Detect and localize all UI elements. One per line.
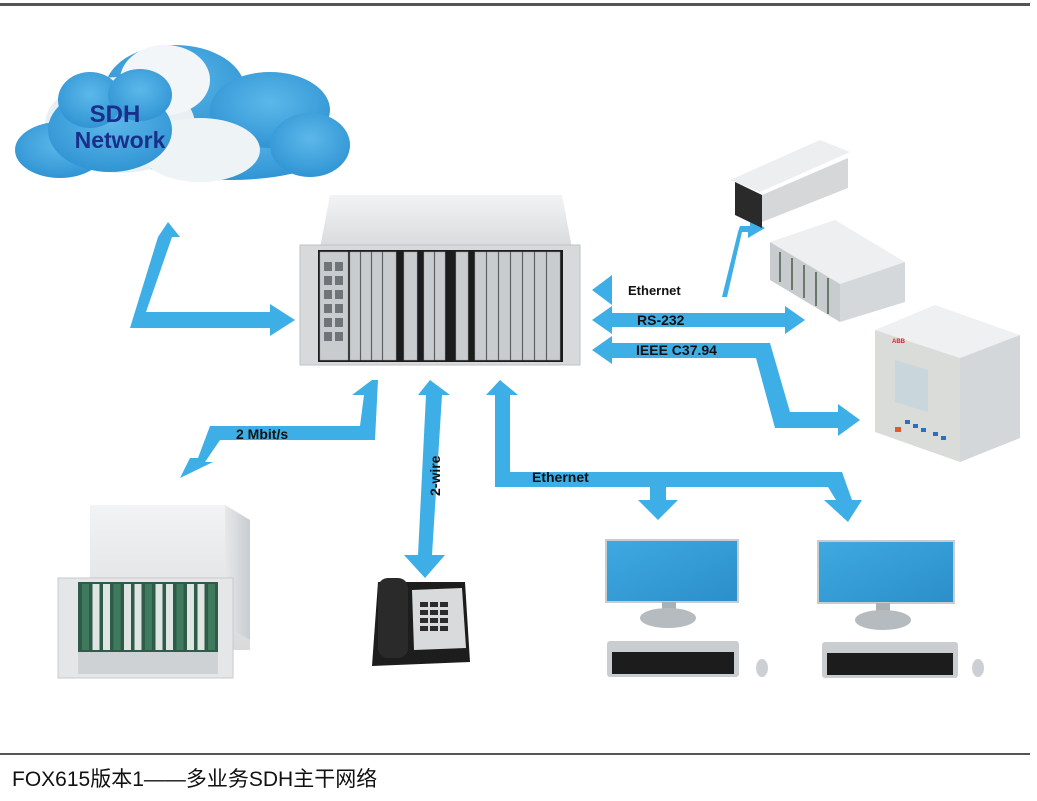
subrack-card bbox=[103, 584, 110, 650]
rj45-port bbox=[335, 290, 343, 299]
label-2wire: 2-wire bbox=[427, 455, 443, 496]
rj45-port bbox=[324, 318, 332, 327]
svg-text:ABB: ABB bbox=[892, 339, 906, 345]
rack-card bbox=[360, 251, 372, 361]
phone-key bbox=[420, 610, 428, 615]
rack-card bbox=[434, 251, 446, 361]
rj45-port bbox=[335, 318, 343, 327]
rj45-port bbox=[335, 276, 343, 285]
subrack-card bbox=[176, 584, 184, 650]
rack-card bbox=[455, 251, 469, 361]
arrow-ethernet-pcs bbox=[486, 380, 862, 522]
phone-keypad bbox=[420, 602, 448, 631]
subrack-card bbox=[208, 584, 215, 650]
rj45-port bbox=[335, 304, 343, 313]
subrack-card bbox=[92, 584, 100, 650]
phone-key bbox=[430, 618, 438, 623]
arrow-ieee bbox=[592, 336, 860, 436]
rack-card bbox=[349, 251, 361, 361]
rack-card bbox=[403, 251, 418, 361]
arrow-2mbit bbox=[180, 380, 378, 478]
arrow-cloud-link bbox=[130, 222, 295, 336]
workstation-2 bbox=[817, 540, 984, 678]
label-ethernet-camera: Ethernet bbox=[628, 283, 681, 298]
relay-device: ABB bbox=[875, 305, 1020, 462]
rj45-port bbox=[324, 304, 332, 313]
rack-card bbox=[486, 251, 499, 361]
subrack-card bbox=[145, 584, 152, 650]
phone-key bbox=[420, 602, 428, 607]
rack-card bbox=[474, 251, 487, 361]
rack-card bbox=[522, 251, 535, 361]
rtu-device bbox=[770, 220, 905, 322]
subrack-card bbox=[134, 584, 142, 650]
rack-card bbox=[510, 251, 523, 361]
rack-card bbox=[546, 251, 561, 361]
subrack-card bbox=[155, 584, 163, 650]
cloud-title-line2: Network bbox=[75, 127, 166, 153]
phone-key bbox=[440, 626, 448, 631]
rack-card bbox=[423, 251, 435, 361]
arrow-rs232 bbox=[592, 306, 805, 334]
link-arrows bbox=[130, 220, 862, 578]
phone-key bbox=[430, 610, 438, 615]
phone-key bbox=[440, 602, 448, 607]
rack-card bbox=[382, 251, 397, 361]
workstation-1 bbox=[605, 539, 768, 677]
phone-key bbox=[430, 626, 438, 631]
label-ieee: IEEE C37.94 bbox=[636, 342, 717, 358]
telephone-device bbox=[372, 578, 470, 666]
rj45-port bbox=[324, 276, 332, 285]
rj45-port bbox=[324, 290, 332, 299]
network-diagram: SDH Network Ethernet RS-232 IEEE C37.94 … bbox=[15, 45, 1020, 679]
rj45-port bbox=[335, 262, 343, 271]
arrow-2wire bbox=[404, 380, 450, 578]
sdh-cloud: SDH Network bbox=[15, 45, 350, 182]
subrack-card bbox=[113, 584, 121, 650]
rj45-port bbox=[324, 262, 332, 271]
subrack-device bbox=[57, 505, 250, 679]
camera-device bbox=[730, 140, 850, 228]
figure-caption: FOX615版本1——多业务SDH主干网络 bbox=[12, 768, 378, 791]
label-rs232: RS-232 bbox=[637, 312, 685, 328]
phone-key bbox=[440, 610, 448, 615]
cloud-title-line1: SDH bbox=[90, 101, 141, 128]
rack-card bbox=[371, 251, 383, 361]
bottom-rule bbox=[0, 753, 1030, 755]
arrow-ethernet-camera bbox=[592, 220, 765, 305]
subrack-card bbox=[197, 584, 205, 650]
subrack-cards bbox=[82, 584, 215, 650]
subrack-card bbox=[166, 584, 173, 650]
rj45-port bbox=[324, 332, 332, 341]
rack-card bbox=[498, 251, 511, 361]
subrack-card bbox=[82, 584, 89, 650]
phone-key bbox=[420, 626, 428, 631]
phone-key bbox=[420, 618, 428, 623]
top-rule bbox=[0, 3, 1030, 6]
phone-key bbox=[430, 602, 438, 607]
rack-cards bbox=[319, 251, 561, 361]
phone-key bbox=[440, 618, 448, 623]
label-2mbit: 2 Mbit/s bbox=[236, 426, 288, 442]
rack-card bbox=[534, 251, 547, 361]
label-ethernet-pcs: Ethernet bbox=[532, 469, 589, 485]
subrack-card bbox=[124, 584, 131, 650]
central-rack bbox=[299, 195, 581, 366]
subrack-card bbox=[187, 584, 194, 650]
rj45-port bbox=[335, 332, 343, 341]
